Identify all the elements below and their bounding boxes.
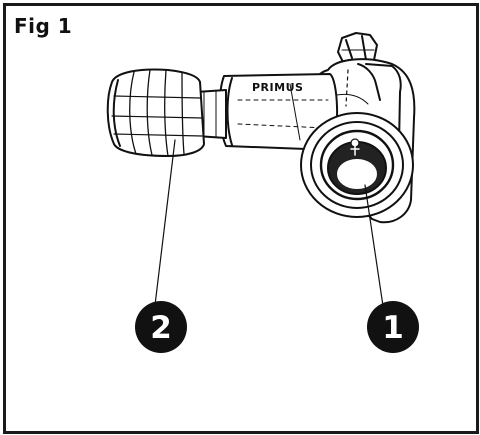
leader-line-2 — [154, 139, 176, 306]
knob — [106, 68, 205, 157]
callout-1: 1 — [367, 301, 419, 353]
callout-1-number: 1 — [382, 310, 404, 346]
brand-label: PRIMUS — [252, 81, 303, 94]
figure-title: Fig 1 — [14, 14, 73, 38]
leader-line-1 — [364, 184, 384, 307]
inlet-opening — [300, 112, 414, 218]
callout-2: 2 — [135, 301, 187, 353]
callout-2-number: 2 — [150, 310, 172, 346]
